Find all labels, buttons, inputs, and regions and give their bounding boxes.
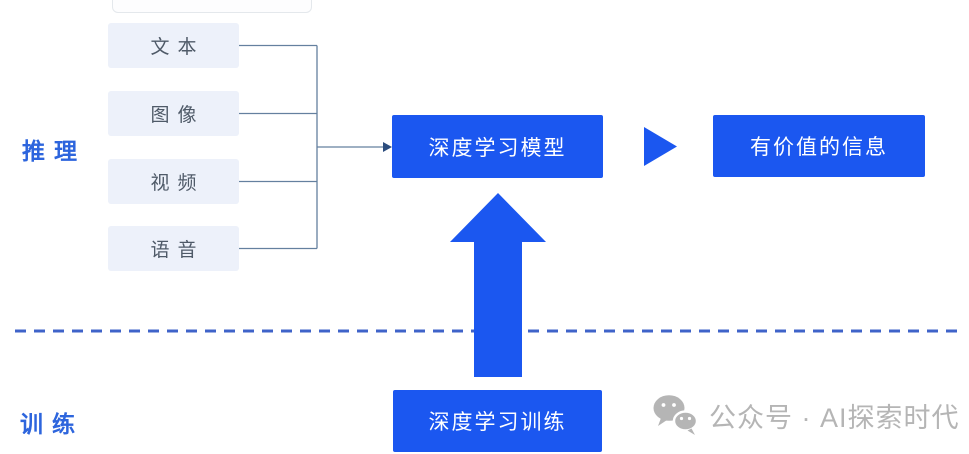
input-box-audio: 语音 bbox=[108, 226, 239, 271]
input-box-text: 文本 bbox=[108, 23, 239, 68]
arrowhead-icon bbox=[383, 142, 392, 152]
cropped-top-box bbox=[112, 0, 312, 13]
model-box: 深度学习模型 bbox=[392, 115, 603, 178]
input-box-video: 视频 bbox=[108, 159, 239, 204]
right-triangle-icon bbox=[644, 127, 677, 166]
up-arrow-icon bbox=[450, 193, 546, 377]
watermark-text: 公众号 · AI探索时代 bbox=[709, 402, 960, 433]
inference-phase-label: 推理 bbox=[22, 138, 86, 164]
input-box-image: 图像 bbox=[108, 91, 239, 136]
watermark: 公众号 · AI探索时代 bbox=[652, 394, 960, 436]
training-box: 深度学习训练 bbox=[393, 390, 602, 452]
wechat-icon bbox=[653, 395, 699, 435]
training-phase-label: 训练 bbox=[20, 411, 84, 437]
output-box: 有价值的信息 bbox=[713, 115, 925, 177]
